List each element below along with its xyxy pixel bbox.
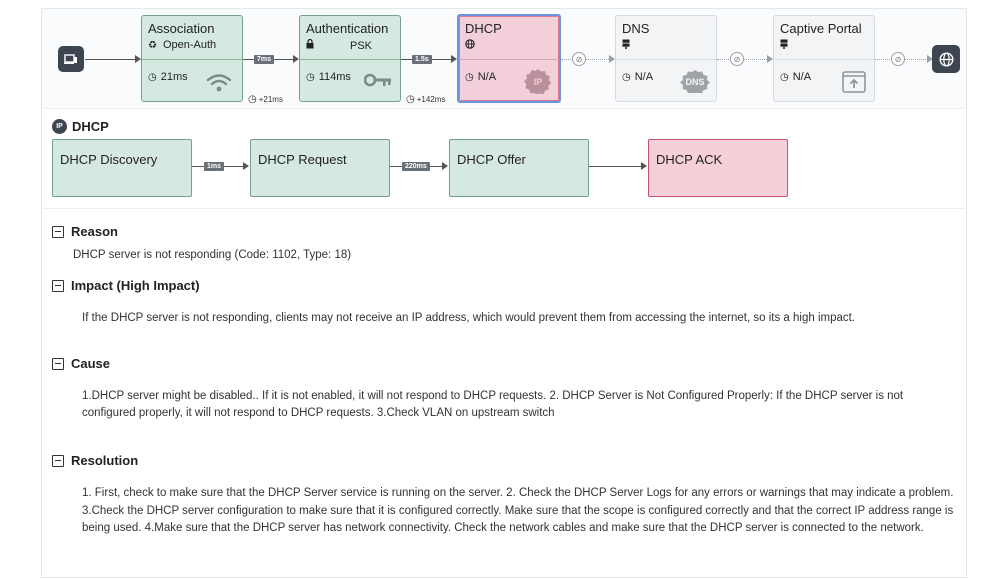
section-title: Reason [71,224,118,239]
clock-icon: ◷ [306,71,315,83]
dhcp-step-offer[interactable]: DHCP Offer [449,139,589,197]
internet-globe-icon [932,45,960,73]
gap-label: +142ms [416,95,446,104]
dhcp-step-request[interactable]: DHCP Request [250,139,390,197]
stage-sublabel: Open-Auth [162,39,217,51]
flow-connector [589,166,641,167]
key-icon [363,72,392,91]
wifi-icon [206,73,232,97]
dhcp-step-discovery[interactable]: DHCP Discovery [52,139,192,197]
dns-icon: DNS [678,69,712,97]
cause-section-header[interactable]: Cause [52,356,110,371]
clock-icon: ◷ [406,94,415,105]
arrow-right-icon [243,162,249,170]
dhcp-step-ack[interactable]: DHCP ACK [648,139,788,197]
collapse-icon[interactable] [52,225,64,238]
section-title: DHCP [72,119,109,134]
dhcp-detail-flow: IP DHCP DHCP Discovery 1ms DHCP Request … [42,109,966,209]
resolution-section-header[interactable]: Resolution [52,453,138,468]
network-icon: ♻ [148,39,157,51]
section-title: Resolution [71,453,139,468]
ip-icon: IP [52,119,67,134]
reason-text: DHCP server is not responding (Code: 110… [73,249,352,261]
section-title: Cause [71,356,111,371]
arrow-right-icon [767,55,773,63]
clock-icon: ◷ [622,71,631,83]
stage-time: 114ms [318,71,351,83]
stage-dns[interactable]: DNS ◷ N/A DNS [615,15,717,102]
latency-tag: 1ms [204,162,225,171]
stage-authentication[interactable]: Authentication PSK ◷ 114ms [299,15,401,102]
flow-connector [85,59,135,60]
resolution-text: 1. First, check to make sure that the DH… [82,487,954,534]
connection-flow: Association ♻ Open-Auth ◷ 21ms 7ms ◷ +21… [42,9,966,109]
stage-time: N/A [477,71,497,83]
impact-section-header[interactable]: Impact (High Impact) [52,278,200,293]
arrow-right-icon [609,55,615,63]
no-link-icon: ⊘ [891,52,905,66]
stage-title: Captive Portal [780,21,862,36]
collapse-icon[interactable] [52,357,64,370]
reason-section-header[interactable]: Reason [52,224,118,239]
collapse-icon[interactable] [52,454,64,467]
stage-title: DNS [622,21,650,36]
arrow-right-icon [641,162,647,170]
latency-tag: 1.5s [412,55,432,64]
stage-title: DHCP [465,21,502,36]
stage-time: N/A [792,71,812,83]
server-icon [622,39,630,52]
stage-captive-portal[interactable]: Captive Portal ◷ N/A [773,15,875,102]
impact-text: If the DHCP server is not responding, cl… [82,312,856,324]
no-link-icon: ⊘ [572,52,586,66]
arrow-right-icon [442,162,448,170]
stage-title: Authentication [306,21,389,36]
stage-title: Association [148,21,215,36]
collapse-icon[interactable] [52,279,64,292]
arrow-right-icon [451,55,457,63]
clock-icon: ◷ [465,71,474,83]
latency-tag: 220ms [402,162,430,171]
stage-association[interactable]: Association ♻ Open-Auth ◷ 21ms [141,15,243,102]
connection-troubleshoot-panel: Association ♻ Open-Auth ◷ 21ms 7ms ◷ +21… [41,8,967,578]
ip-icon: IP [523,68,553,98]
clock-icon: ◷ [148,71,157,83]
globe-icon [465,39,475,52]
latency-tag: 7ms [254,55,275,64]
svg-text:DNS: DNS [685,77,704,87]
lock-icon [306,38,314,52]
gap-label: +21ms [258,95,283,104]
server-icon [780,39,788,52]
clock-icon: ◷ [248,94,257,105]
svg-text:IP: IP [534,77,543,87]
no-link-icon: ⊘ [730,52,744,66]
section-title: Impact (High Impact) [71,278,200,293]
portal-upload-icon [842,71,866,97]
stage-dhcp[interactable]: DHCP ◷ N/A IP [457,14,561,103]
stage-sublabel: PSK [350,39,373,52]
arrow-right-icon [927,55,933,63]
cause-text: 1.DHCP server might be disabled.. If it … [82,390,904,419]
arrow-right-icon [135,55,141,63]
stage-time: 21ms [160,71,188,83]
stage-time: N/A [634,71,654,83]
client-device-icon [58,46,84,72]
arrow-right-icon [293,55,299,63]
clock-icon: ◷ [780,71,789,83]
